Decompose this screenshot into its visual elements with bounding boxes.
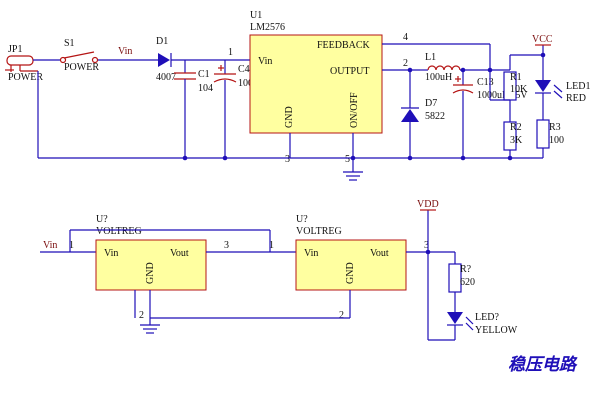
l1-ref: L1 <box>425 52 436 63</box>
u1-pin2-num: 2 <box>403 58 408 69</box>
d7-diode <box>401 107 419 122</box>
d7-ref: D7 <box>425 98 437 109</box>
vreg-a-part: VOLTREG <box>96 226 142 237</box>
led1-diode <box>535 80 563 99</box>
junction-gnd-c1 <box>182 155 188 161</box>
c1-value: 104 <box>198 83 213 94</box>
r1-ref: R1 <box>510 72 522 83</box>
ledq-value: YELLOW <box>475 325 518 336</box>
d7-value: 5822 <box>425 111 445 122</box>
u1-pin-vin: Vin <box>258 56 272 67</box>
vreg-b-pin1-num: 1 <box>269 240 274 251</box>
vreg-a-pin-gnd: GND <box>145 262 156 284</box>
c1-capacitor <box>174 60 196 158</box>
junction-vcc <box>540 52 546 58</box>
jp1-power-jack <box>5 55 38 72</box>
junction-vdd <box>425 249 431 255</box>
bottom-vin-label: Vin <box>43 240 57 251</box>
vreg-a-pin3-num: 3 <box>224 240 229 251</box>
u1-pin3-num: 3 <box>285 154 290 165</box>
u1-pin-feedback: FEEDBACK <box>317 40 371 51</box>
d1-ref: D1 <box>156 36 168 47</box>
ledq-diode <box>447 312 474 331</box>
c13-capacitor <box>452 76 474 94</box>
r2-ref: R2 <box>510 122 522 133</box>
ledq-ref: LED? <box>475 312 499 323</box>
vreg-a-pin1-num: 1 <box>69 240 74 251</box>
ground-symbol-top <box>343 158 363 181</box>
s1-ref: S1 <box>64 38 75 49</box>
r3-ref: R3 <box>549 122 561 133</box>
ground-symbol-bottom <box>140 318 160 334</box>
vreg-b-pin-vout: Vout <box>370 248 389 259</box>
c13-ref: C13 <box>477 77 494 88</box>
d1-value: 4007 <box>156 72 176 83</box>
c13-value: 1000uF/25V <box>477 90 528 101</box>
vreg-b-part: VOLTREG <box>296 226 342 237</box>
u1-part: LM2576 <box>250 22 285 33</box>
u1-pin-output: OUTPUT <box>330 66 369 77</box>
junction-gnd-d7 <box>407 155 413 161</box>
led1-ref: LED1 <box>566 81 590 92</box>
vreg-a-body <box>95 239 207 291</box>
led1-value: RED <box>566 93 586 104</box>
diagram-title: 稳压电路 <box>508 355 578 375</box>
s1-value: POWER <box>64 62 99 73</box>
junction-r1 <box>487 67 493 73</box>
vreg-a-pin2-num: 2 <box>139 310 144 321</box>
rq-ref: R? <box>460 264 472 275</box>
vreg-a-pin-vout: Vout <box>170 248 189 259</box>
rq-value: 620 <box>460 277 475 288</box>
vreg-b-pin2-num: 2 <box>339 310 344 321</box>
r1-value: 10K <box>510 84 528 95</box>
junction-gnd-c4 <box>222 155 228 161</box>
vreg-b-pin-gnd: GND <box>345 262 356 284</box>
r3-value: 100 <box>549 135 564 146</box>
u1-pin-onoff: ON/OFF <box>349 92 360 128</box>
l1-inductor <box>427 65 461 71</box>
c1-ref: C1 <box>198 69 210 80</box>
vdd-label: VDD <box>417 199 439 210</box>
u1-pin-gnd: GND <box>284 106 295 128</box>
u1-pin5-num: 5 <box>345 154 350 165</box>
u1-pin1-num: 1 <box>228 47 233 58</box>
u1-pin4-num: 4 <box>403 32 408 43</box>
vreg-b-pin3-num: 3 <box>424 240 429 251</box>
vreg-a-ref: U? <box>96 214 108 225</box>
u1-regulator-body <box>249 34 383 134</box>
vreg-b-pin-vin: Vin <box>304 248 318 259</box>
u1-ref: U1 <box>250 10 262 21</box>
net-vin-label: Vin <box>118 46 132 57</box>
r2-value: 3K <box>510 135 523 146</box>
vreg-b-body <box>295 239 407 291</box>
s1-switch <box>59 51 99 64</box>
c4-capacitor <box>213 60 237 158</box>
c4-ref: C4 <box>238 64 250 75</box>
l1-value: 100uH <box>425 72 452 83</box>
jp1-value: POWER <box>8 72 43 83</box>
junction-gnd-c13 <box>460 155 466 161</box>
junction-c13 <box>460 67 466 73</box>
vreg-a-pin-vin: Vin <box>104 248 118 259</box>
vreg-b-ref: U? <box>296 214 308 225</box>
junction-gnd-r2 <box>507 155 513 161</box>
r3-resistor <box>536 119 550 149</box>
jp1-ref: JP1 <box>8 44 22 55</box>
vcc-label: VCC <box>532 34 553 45</box>
d1-diode <box>158 53 172 67</box>
